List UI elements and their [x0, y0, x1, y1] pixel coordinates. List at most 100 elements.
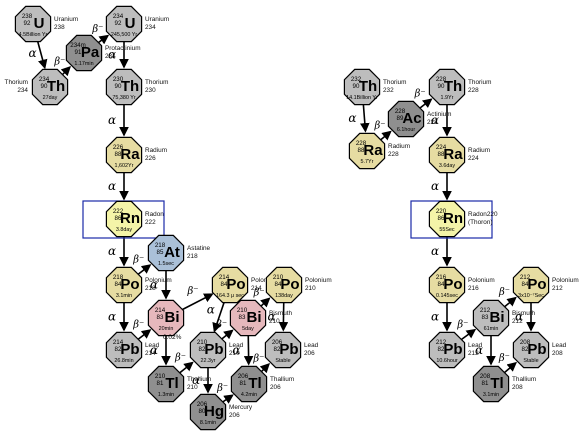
branch-percent: 0.02% [163, 334, 182, 341]
nuclide-octagon [105, 136, 143, 174]
element-symbol: Ra [363, 142, 383, 159]
element-name: Radon220 [468, 211, 498, 218]
element-symbol: Rn [443, 210, 463, 227]
atomic-number: 81 [157, 380, 164, 387]
atomic-number: 82 [115, 346, 122, 353]
isotope-mass-label: 232 [383, 87, 394, 94]
beta-label-tl210: β⁻ [174, 353, 186, 364]
element-name: Radium [388, 143, 410, 150]
decay-arrow-pb212-bi212 [461, 328, 477, 341]
nuclide-octagon [264, 331, 302, 369]
half-life: 22.3yr [201, 358, 216, 364]
isotope-mass-label: 218 [187, 253, 198, 260]
element-symbol: Ra [443, 146, 463, 163]
element-name: Lead [229, 342, 244, 349]
isotope-mass-label: 206 [229, 412, 240, 419]
half-life: 14.1Billion Yr [346, 95, 378, 101]
mass-number: 238 [22, 13, 33, 20]
element-symbol: Ac [402, 110, 421, 127]
nuclide-octagon [343, 68, 381, 106]
nuclide-octagon [230, 365, 268, 403]
half-life: 4.5Billion Yr [19, 32, 48, 38]
half-life: 5.7Yr [361, 159, 374, 165]
element-symbol: Bi [165, 309, 180, 326]
isotope-mass-label: 222 [145, 219, 156, 226]
beta-label-th234: β⁻ [53, 56, 65, 67]
isotope-mass-label: 238 [54, 24, 65, 31]
half-life: 245,500 Yr [111, 32, 137, 38]
element-name: Thallium [270, 376, 294, 383]
element-symbol: Hg [204, 403, 224, 420]
beta-label-pa234: β⁻ [91, 24, 103, 35]
isotope-mass-label: 230 [145, 87, 156, 94]
half-life: 3.8day [116, 227, 132, 233]
isotope-mass-label: 210 [305, 285, 316, 292]
mass-number: 224 [436, 144, 447, 151]
alpha-label-bi214: α [150, 343, 158, 357]
element-name: Radium [145, 147, 167, 154]
half-life: 1,602Yr [115, 163, 134, 169]
isotope-mass-label: 210 [229, 350, 240, 357]
decay-arrow-bi210-po210 [260, 297, 271, 308]
half-life: 1.5sec [158, 261, 174, 267]
mass-number: 214 [155, 307, 166, 314]
decay-arrow-hg206-tl206 [222, 394, 234, 404]
element-symbol: Pa [81, 44, 100, 61]
isotope-mass-label: 226 [145, 155, 156, 162]
element-symbol: Bi [247, 309, 262, 326]
mass-number: 206 [238, 373, 249, 380]
alpha-label-bi210: α [232, 343, 240, 357]
decay-arrow-bi214-po214 [181, 293, 214, 311]
element-symbol: Ra [120, 146, 140, 163]
element-name: Mercury [229, 404, 253, 411]
half-life: 3.1min [483, 392, 499, 398]
half-life: 10.6hour [436, 358, 457, 364]
element-name: Radium [468, 147, 490, 154]
alpha-label-po210: α [267, 310, 275, 324]
element-name: Polonium [305, 277, 332, 284]
nuclide-octagon [189, 393, 227, 431]
decay-arrow-tl206-pb206 [259, 363, 270, 374]
mass-number: 212 [520, 274, 531, 281]
half-life: 27day [43, 95, 58, 101]
element-name: Astatine [187, 245, 211, 252]
mass-number: 210 [237, 307, 248, 314]
element-symbol: Po [443, 276, 462, 293]
element-symbol: Th [444, 78, 462, 95]
mass-number: 208 [480, 373, 491, 380]
alpha-label-u238: α [28, 46, 36, 60]
nuclide-octagon [189, 331, 227, 369]
atomic-number: 90 [41, 83, 48, 90]
branch-percent-label: 0.02% [163, 334, 182, 341]
isotope-mass-label: 218 [145, 285, 156, 292]
element-symbol: Pb [443, 341, 462, 358]
mass-number: 210 [197, 339, 208, 346]
beta-label-pb212: β⁻ [456, 319, 468, 330]
element-name: Actinium [427, 111, 452, 118]
beta-label-pb210: β⁻ [215, 320, 227, 331]
decay-arrow-pb214-bi214 [137, 329, 152, 340]
atomic-number: 82 [199, 346, 206, 353]
decay-arrow-ac228-th228 [419, 98, 433, 109]
isotope-mass-label: 212 [468, 350, 479, 357]
mass-number: 222 [113, 208, 124, 215]
nuclide-octagon [31, 68, 69, 106]
edges-layer: αβ⁻β⁻ααααβ⁻ααβ⁻β⁻ααβ⁻β⁻αβ⁻ααβ⁻β⁻αβ⁻β⁻ααα… [28, 24, 536, 404]
element-name: Lead [552, 342, 567, 349]
half-life: 26.8min [114, 358, 133, 364]
atomic-number: 84 [275, 281, 282, 288]
element-symbol: At [164, 244, 180, 261]
half-life: 138day [275, 293, 293, 299]
decay-arrow-ra228-ac228 [380, 130, 392, 141]
nuclide-octagon [147, 234, 185, 272]
isotope-mass-label: 234 [145, 24, 156, 31]
atomic-number: 88 [115, 151, 122, 158]
